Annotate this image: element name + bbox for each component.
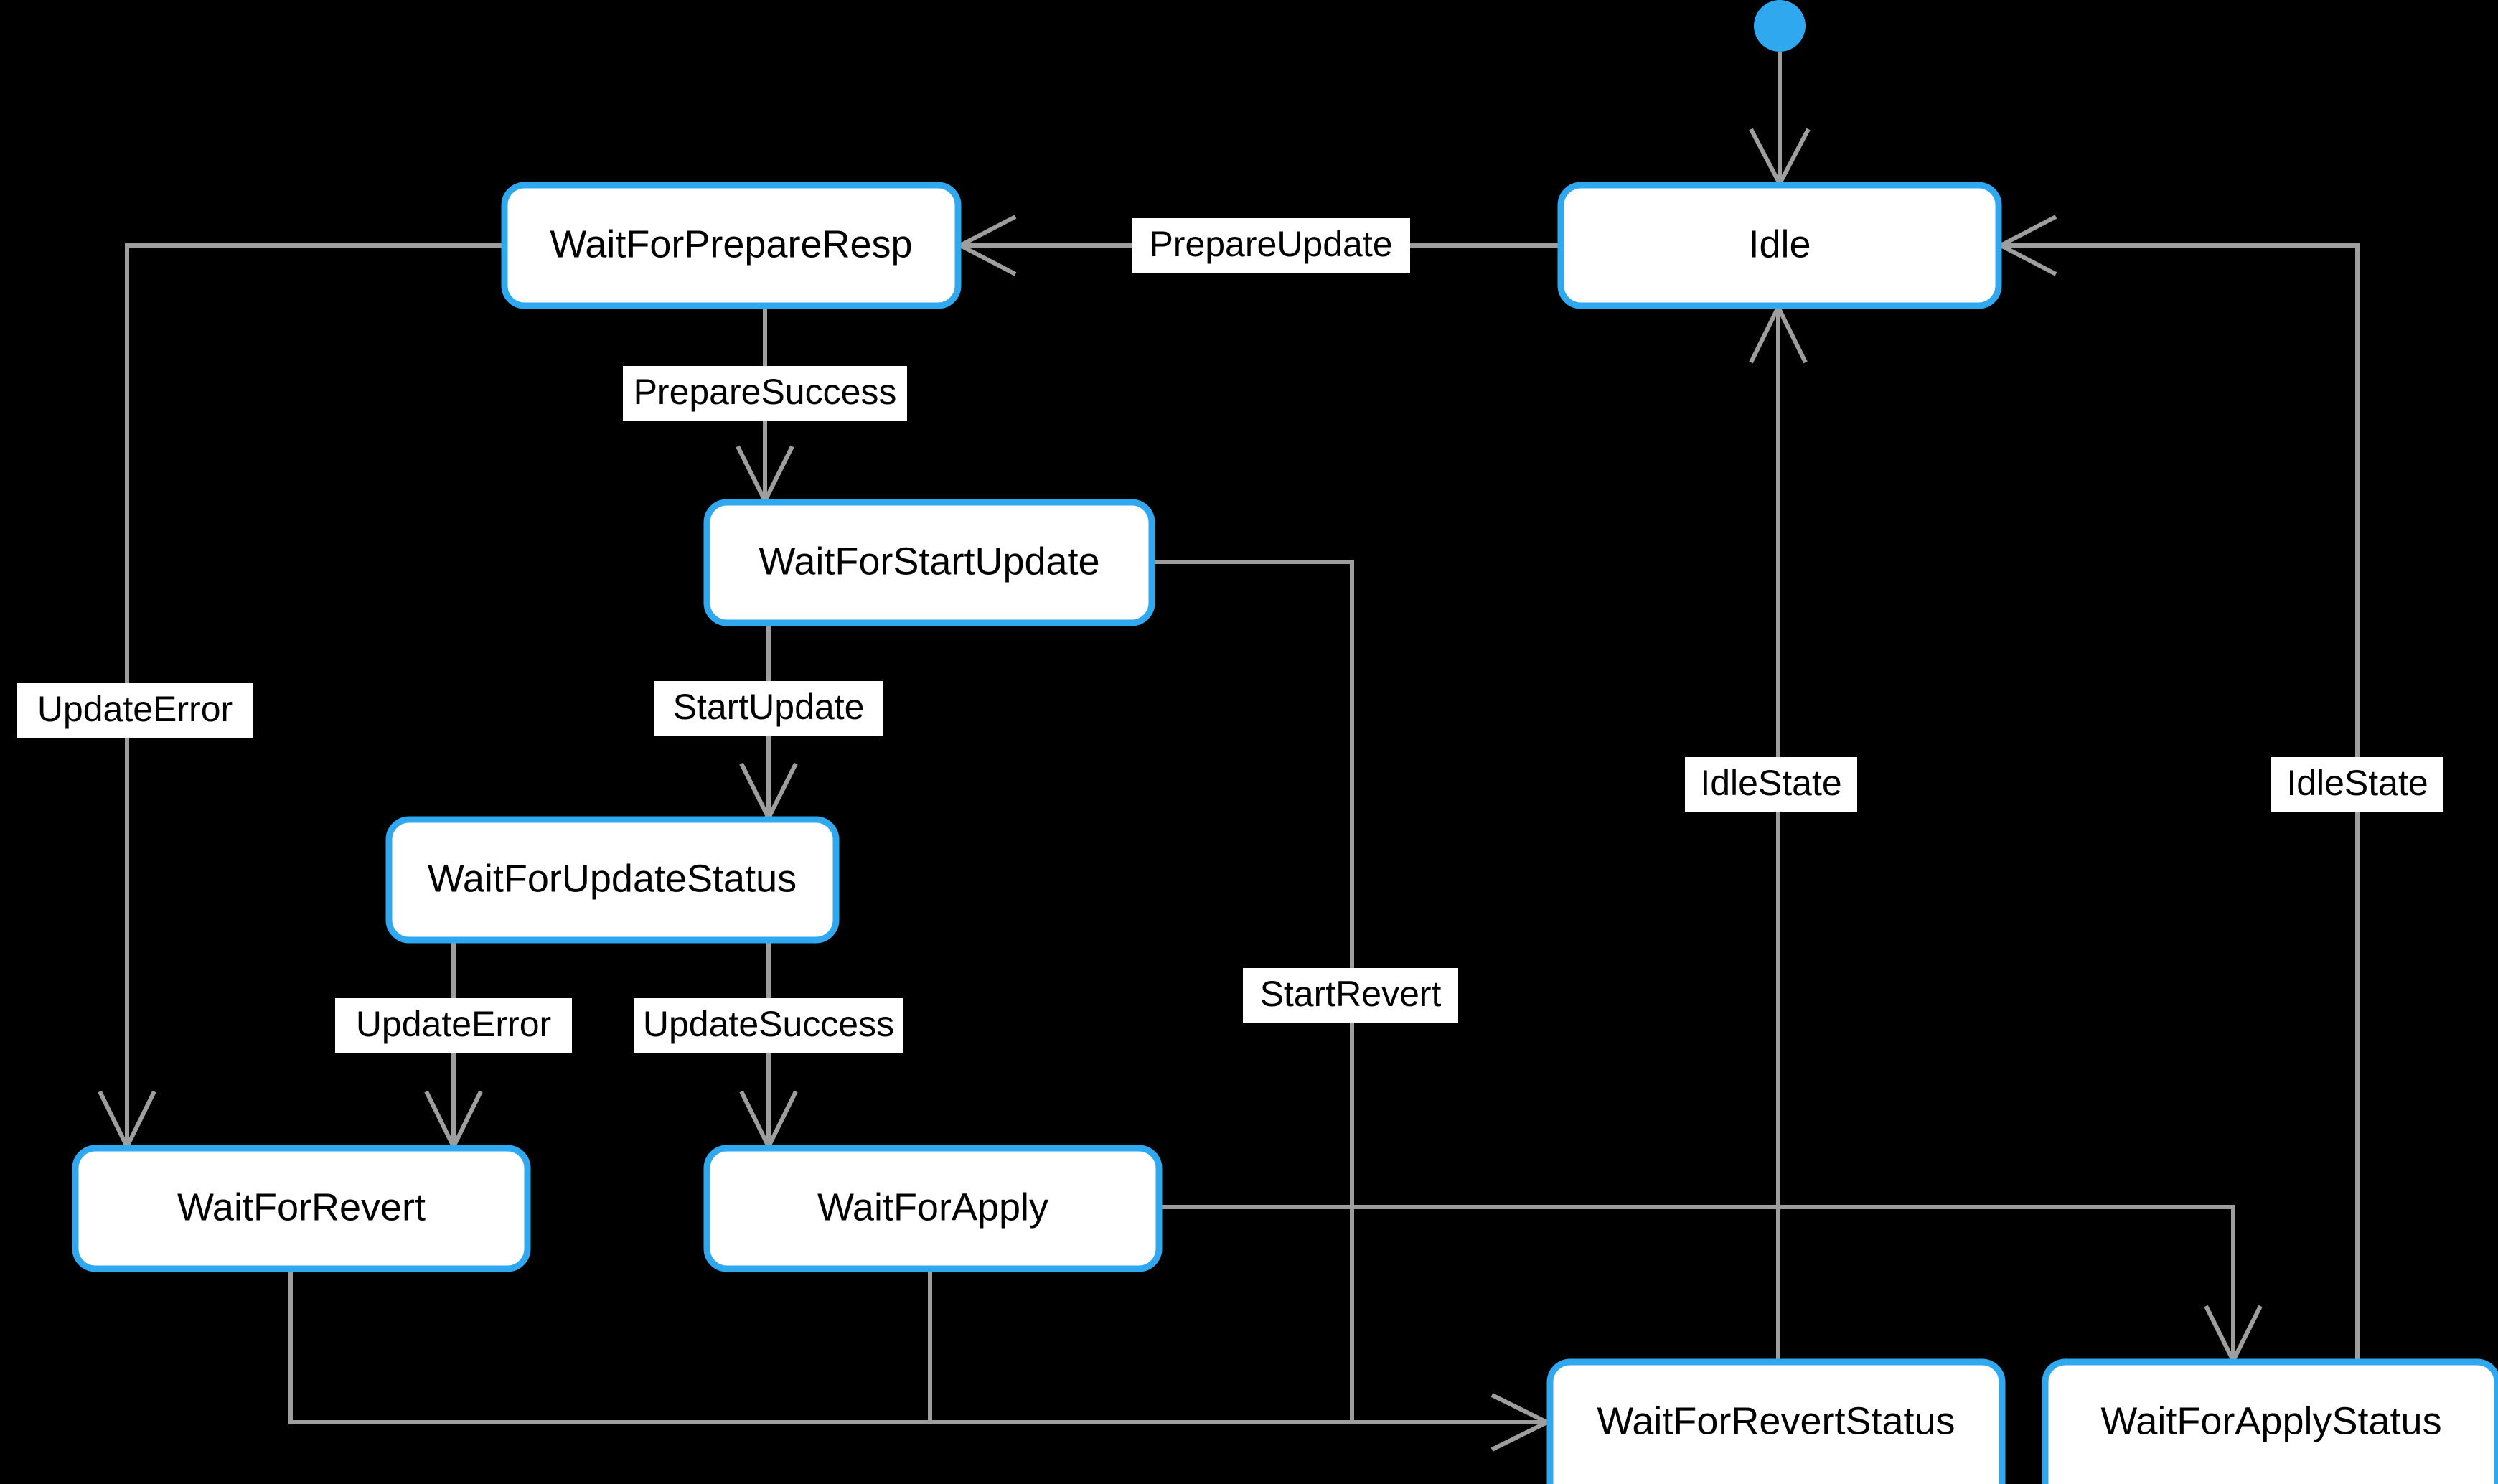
label-chip (335, 998, 572, 1053)
edge-label-updateerror-status: UpdateError (335, 998, 572, 1053)
state-node-waitforupdatestatus[interactable]: WaitForUpdateStatus (385, 816, 840, 944)
edge-label-text: StartUpdate (673, 687, 865, 727)
state-box (1557, 182, 2002, 309)
state-label: WaitForApplyStatus (2100, 1399, 2441, 1442)
edge-label-idlestate-revert: IdleState (1685, 757, 1857, 812)
edge-label-text: UpdateError (356, 1004, 551, 1044)
edge-path (288, 1271, 1546, 1424)
edge-label-idlestate-apply: IdleState (2271, 757, 2443, 812)
transition-initial-to-idle[interactable] (1749, 52, 1811, 189)
state-box (703, 499, 1155, 626)
label-chip (1132, 218, 1410, 273)
edge-label-text: IdleState (2286, 763, 2428, 803)
state-label: Idle (1748, 222, 1811, 266)
edge-path (125, 243, 502, 1146)
label-chip (1685, 757, 1857, 812)
edge-label-updatesuccess: UpdateSuccess (634, 998, 903, 1053)
state-box (703, 1145, 1163, 1272)
initial-state-node[interactable] (1754, 0, 1806, 52)
edge-label-text: IdleState (1700, 763, 1841, 803)
state-node-waitforprepareresp[interactable]: WaitForPrepareResp (501, 182, 962, 309)
state-node-waitforapplystatus[interactable]: WaitForApplyStatus (2042, 1358, 2498, 1484)
label-chip (654, 681, 883, 736)
edge-label-updateerror-prepare: UpdateError (17, 683, 253, 738)
label-chip (634, 998, 903, 1053)
edge-path (2001, 243, 2360, 1362)
state-box (2042, 1358, 2498, 1484)
state-label: WaitForApply (817, 1185, 1048, 1229)
state-label: WaitForRevert (177, 1185, 426, 1229)
edge-label-startrevert: StartRevert (1243, 968, 1458, 1023)
label-chip (17, 683, 253, 738)
states-layer: Idle WaitForPrepareResp WaitForStartUpda… (72, 182, 2498, 1484)
state-node-waitforapply[interactable]: WaitForApply (703, 1145, 1163, 1272)
state-label: WaitForPrepareResp (550, 222, 912, 266)
edge-labels-layer: PrepareUpdate PrepareSuccess UpdateError… (17, 218, 2443, 1053)
edge-label-text: PrepareSuccess (634, 372, 897, 412)
edge-label-text: PrepareUpdate (1149, 224, 1392, 264)
state-label: WaitForStartUpdate (759, 540, 1099, 583)
edge-path (1161, 1205, 2235, 1360)
transition-apply-to-applystatus[interactable] (1161, 1205, 2263, 1366)
edge-label-text: StartRevert (1260, 974, 1442, 1014)
label-chip (1243, 968, 1458, 1023)
edge-label-text: UpdateSuccess (643, 1004, 894, 1044)
edge-label-text: UpdateError (37, 689, 233, 729)
state-label: WaitForUpdateStatus (428, 857, 797, 900)
state-box (72, 1145, 531, 1272)
transition-revert-to-revertstatus[interactable] (288, 1271, 1552, 1452)
state-node-waitforrevert[interactable]: WaitForRevert (72, 1145, 531, 1272)
edge-label-startupdate: StartUpdate (654, 681, 883, 736)
initial-state-dot (1754, 0, 1806, 52)
state-box (385, 816, 840, 944)
edge-label-prepareupdate: PrepareUpdate (1132, 218, 1410, 273)
transition-idlestate-revert[interactable] (1749, 302, 1808, 1362)
state-label: WaitForRevertStatus (1597, 1399, 1955, 1442)
state-box (1546, 1358, 2006, 1484)
state-box (501, 182, 962, 309)
state-node-idle[interactable]: Idle (1557, 182, 2002, 309)
state-node-waitforrevertstatus[interactable]: WaitForRevertStatus (1546, 1358, 2006, 1484)
state-node-waitforstartupdate[interactable]: WaitForStartUpdate (703, 499, 1155, 626)
edge-label-preparesuccess: PrepareSuccess (623, 366, 907, 421)
label-chip (623, 366, 907, 421)
label-chip (2271, 757, 2443, 812)
